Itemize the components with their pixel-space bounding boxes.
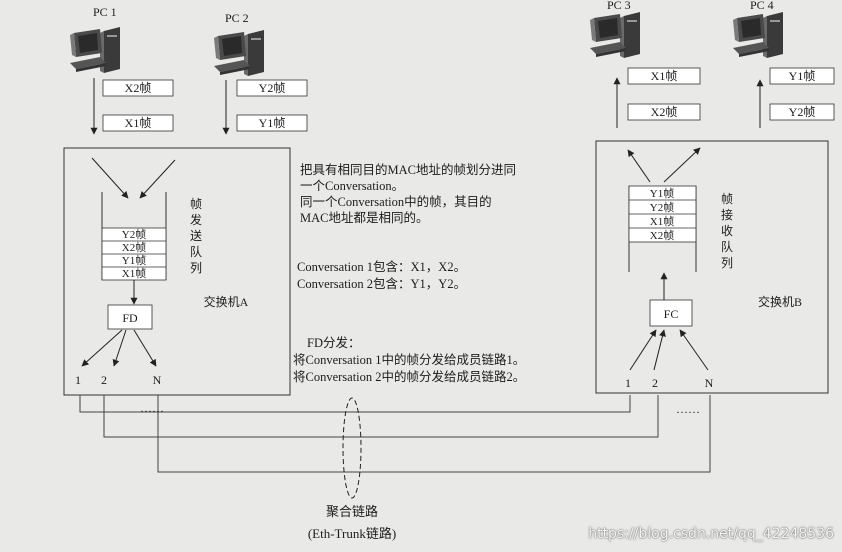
pc3-label: PC 3 bbox=[607, 0, 631, 12]
port-label: 2 bbox=[652, 376, 658, 390]
queue-label-char: 接 bbox=[721, 207, 733, 222]
frame-box: X2帧 bbox=[125, 81, 152, 95]
queue-label-char: 发 bbox=[190, 212, 202, 227]
queue-slot: X1帧 bbox=[650, 214, 674, 228]
switch-a-label: 交换机A bbox=[204, 294, 249, 309]
fc-module: FC bbox=[664, 307, 679, 321]
pc4-label: PC 4 bbox=[750, 0, 774, 12]
pc1-frames: X2帧 X1帧 bbox=[90, 78, 174, 135]
switch-a: Y2帧 X2帧 Y1帧 X1帧 帧 发 送 队 列 FD 1 2 N 交换机A bbox=[63, 147, 291, 396]
frame-box: Y2帧 bbox=[789, 105, 816, 119]
trunk-label: 聚合链路 bbox=[326, 504, 378, 519]
queue-label-char: 帧 bbox=[190, 197, 202, 211]
pc3-frames: X1帧 X2帧 bbox=[613, 67, 701, 128]
pc2-frames: Y2帧 Y1帧 bbox=[222, 79, 308, 135]
port-label: N bbox=[153, 373, 162, 387]
pc4-icon bbox=[733, 12, 783, 58]
queue-slot: Y1帧 bbox=[650, 186, 674, 200]
queue-slot: X2帧 bbox=[122, 240, 146, 254]
port-label: 2 bbox=[101, 373, 107, 387]
queue-label-char: 帧 bbox=[721, 192, 733, 206]
frame-box: Y1帧 bbox=[789, 69, 816, 83]
fd-title: FD分发： bbox=[307, 336, 361, 350]
trunk-links bbox=[79, 395, 711, 499]
queue-label-char: 队 bbox=[721, 239, 733, 254]
pc1-label: PC 1 bbox=[93, 5, 117, 19]
queue-label-char: 列 bbox=[190, 261, 202, 275]
port-label: 1 bbox=[625, 376, 631, 390]
fd-rule-2: 将Conversation 2中的帧分发给成员链路2。 bbox=[293, 370, 526, 384]
queue-slot: Y2帧 bbox=[122, 227, 146, 241]
pc1-icon bbox=[70, 27, 120, 73]
fd-rule-1: 将Conversation 1中的帧分发给成员链路1。 bbox=[293, 353, 526, 367]
note-line-4: MAC地址都是相同的。 bbox=[300, 211, 429, 225]
note-line-2: 一个Conversation。 bbox=[300, 179, 405, 193]
pc3-icon bbox=[590, 12, 640, 58]
frame-box: Y1帧 bbox=[259, 116, 286, 130]
switch-b: Y1帧 Y2帧 X1帧 X2帧 帧 接 收 队 列 FC 1 2 N 交换机B bbox=[595, 140, 829, 394]
fd-module: FD bbox=[122, 311, 138, 325]
port-label: 1 bbox=[75, 373, 81, 387]
pc2-label: PC 2 bbox=[225, 11, 249, 25]
queue-label-char: 列 bbox=[721, 256, 733, 270]
pc2-icon bbox=[214, 30, 264, 76]
pc4-frames: Y1帧 Y2帧 bbox=[756, 67, 835, 128]
trunk-sublabel: (Eth-Trunk链路) bbox=[308, 526, 396, 541]
note-line-3: 同一个Conversation中的帧，其目的 bbox=[300, 195, 492, 209]
queue-slot: Y1帧 bbox=[122, 253, 146, 267]
queue-label-char: 送 bbox=[190, 228, 202, 243]
queue-slot: X2帧 bbox=[650, 228, 674, 242]
queue-label-char: 队 bbox=[190, 244, 202, 259]
frame-box: X2帧 bbox=[651, 105, 678, 119]
switch-b-label: 交换机B bbox=[758, 294, 802, 309]
queue-label-char: 收 bbox=[721, 224, 733, 238]
watermark: https://blog.csdn.net/qq_42248536 bbox=[588, 526, 834, 542]
links-ellipsis-b: …… bbox=[676, 402, 700, 416]
port-label: N bbox=[705, 376, 714, 390]
conversation-2: Conversation 2包含：Y1，Y2。 bbox=[297, 277, 467, 291]
links-ellipsis-a: …… bbox=[140, 401, 164, 415]
frame-box: Y2帧 bbox=[259, 81, 286, 95]
frame-box: X1帧 bbox=[125, 116, 152, 130]
frame-box: X1帧 bbox=[651, 69, 678, 83]
conversation-1: Conversation 1包含：X1，X2。 bbox=[297, 260, 467, 274]
queue-slot: Y2帧 bbox=[650, 200, 674, 214]
note-line-1: 把具有相同目的MAC地址的帧划分进同 bbox=[300, 163, 516, 177]
queue-slot: X1帧 bbox=[122, 266, 146, 280]
